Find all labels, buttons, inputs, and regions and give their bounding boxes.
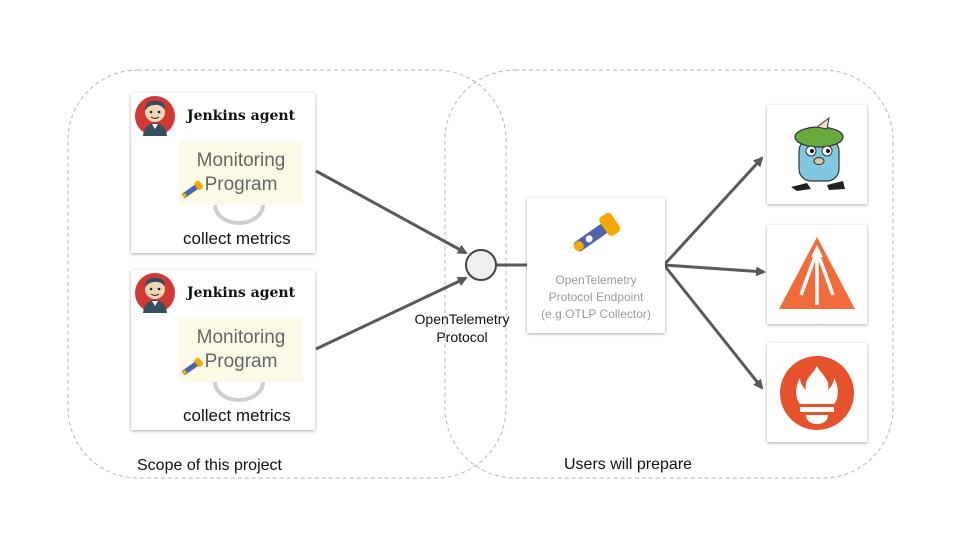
prometheus-icon xyxy=(780,356,854,430)
protocol-label: OpenTelemetry Protocol xyxy=(400,310,524,346)
elastic-apm-icon xyxy=(779,237,855,309)
agent-card-1: Jenkins agent Monitoring Program collect… xyxy=(131,93,315,253)
agent-card-2: Jenkins agent Monitoring Program collect… xyxy=(131,270,315,430)
jenkins-icon xyxy=(135,273,175,313)
collector-card: OpenTelemetry Protocol Endpoint (e.g.OTL… xyxy=(527,198,665,333)
backend-card-apm xyxy=(767,225,867,324)
backend-card-prometheus xyxy=(767,343,867,442)
arrow-agent2-to-protocol xyxy=(315,276,468,351)
ring-icon xyxy=(213,382,265,402)
agent-title: Jenkins agent xyxy=(187,285,296,301)
ring-icon xyxy=(213,205,265,225)
collect-metrics-label: collect metrics xyxy=(183,229,291,248)
scope-left-label: Scope of this project xyxy=(137,457,282,474)
gopher-icon xyxy=(791,116,845,191)
monitoring-program-label: Monitoring Program xyxy=(179,326,303,374)
scope-right-label: Users will prepare xyxy=(564,456,693,473)
opentelemetry-icon xyxy=(182,357,203,375)
protocol-node xyxy=(465,249,497,281)
monitoring-program-box: Monitoring Program xyxy=(179,318,303,382)
arrow-collector-to-prometheus xyxy=(662,264,764,390)
collect-metrics-label: collect metrics xyxy=(183,406,291,425)
arrow-agent1-to-protocol xyxy=(315,169,468,255)
opentelemetry-icon xyxy=(573,212,621,252)
agent-title: Jenkins agent xyxy=(187,108,296,124)
scope-right-outline xyxy=(444,69,894,479)
monitoring-label-line1: Monitoring xyxy=(196,150,286,171)
monitoring-label-line1: Monitoring xyxy=(196,327,286,348)
protocol-label-line1: OpenTelemetry xyxy=(414,311,510,327)
monitoring-program-box: Monitoring Program xyxy=(179,141,303,205)
arrow-collector-to-gopher xyxy=(662,156,764,267)
backend-card-gopher xyxy=(767,105,867,204)
jenkins-icon xyxy=(135,96,175,136)
monitoring-label-line2: Program xyxy=(204,351,278,372)
collector-label-line1: OpenTelemetry xyxy=(555,273,637,287)
protocol-label-line2: Protocol xyxy=(436,329,488,345)
monitoring-label-line2: Program xyxy=(204,174,278,195)
collector-label-line3: (e.g.OTLP Collector) xyxy=(541,307,651,321)
collector-label: OpenTelemetry Protocol Endpoint (e.g.OTL… xyxy=(527,272,665,323)
collector-label-line2: Protocol Endpoint xyxy=(548,290,644,304)
arrow-collector-to-apm xyxy=(663,263,766,277)
monitoring-program-label: Monitoring Program xyxy=(179,149,303,197)
opentelemetry-icon xyxy=(182,180,203,198)
scope-left-outline xyxy=(67,69,507,479)
